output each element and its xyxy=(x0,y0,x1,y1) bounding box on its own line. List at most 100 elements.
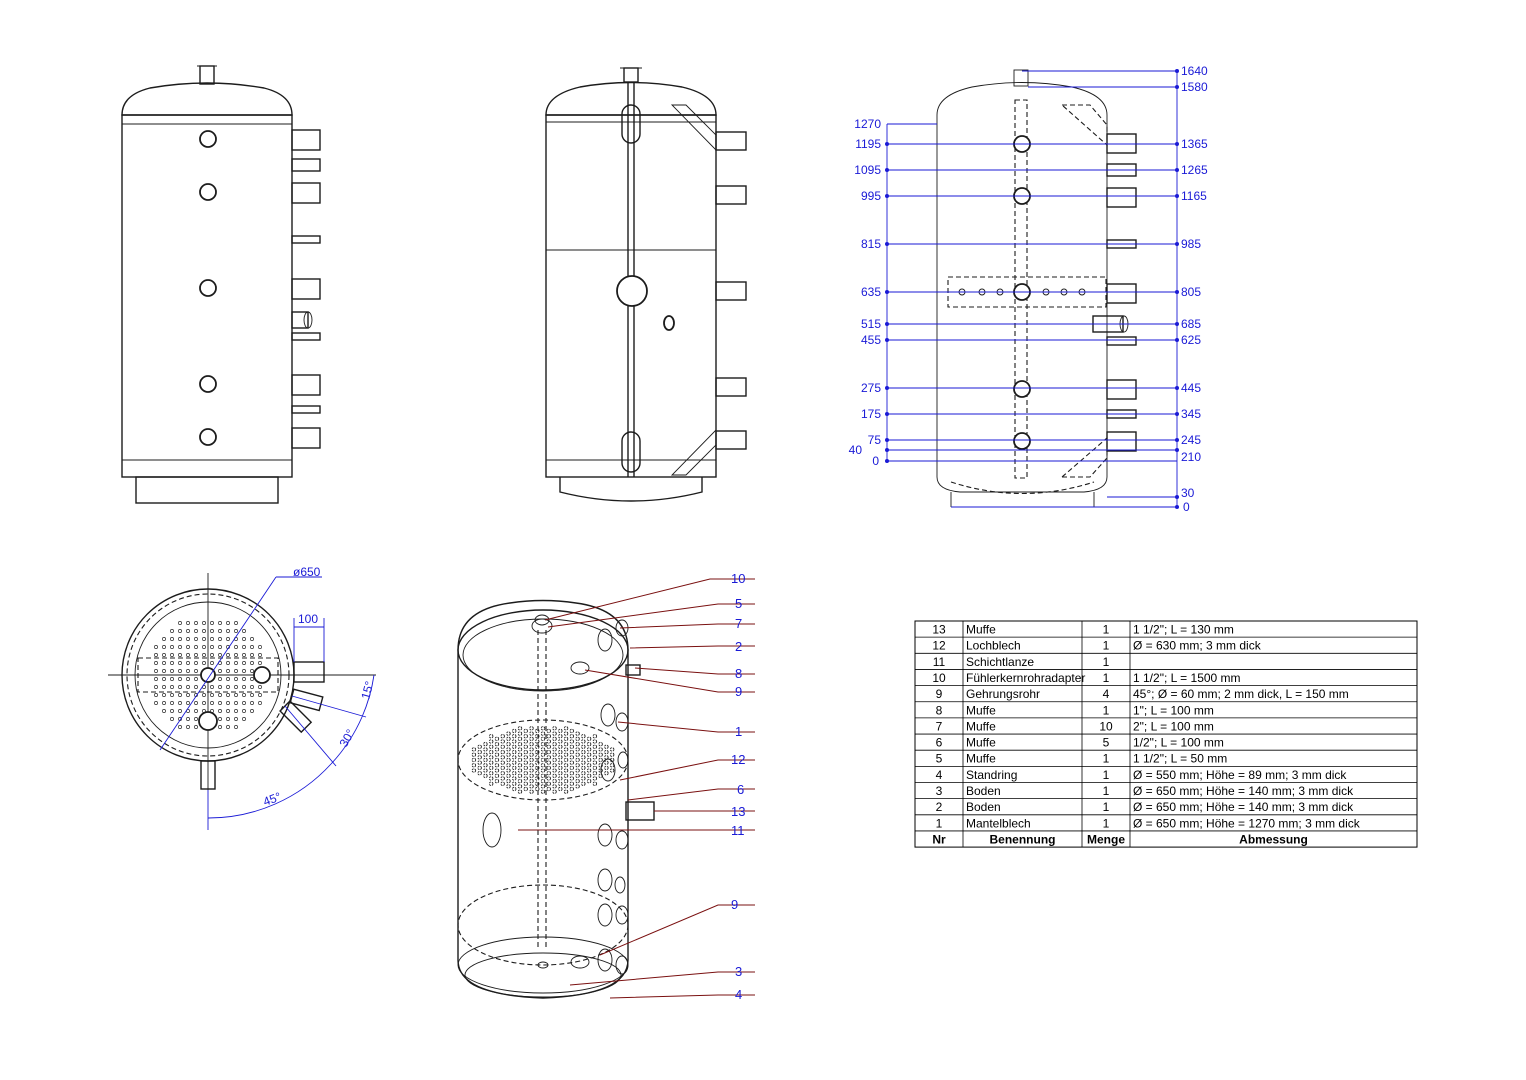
table-cell: 1 xyxy=(1103,671,1110,685)
table-cell: Muffe xyxy=(966,736,996,750)
plan-diameter: ø650 xyxy=(293,565,321,579)
dim-right-1640: 1640 xyxy=(1181,64,1208,78)
table-cell: Gehrungsrohr xyxy=(966,687,1040,701)
angle-30: 30° xyxy=(336,727,357,750)
table-cell: 1 xyxy=(1103,768,1110,782)
callout-8: 8 xyxy=(735,666,742,681)
dim-right-1580: 1580 xyxy=(1181,80,1208,94)
table-cell: 12 xyxy=(932,639,946,653)
angle-15: 15° xyxy=(358,679,376,700)
side-elevation-view xyxy=(545,67,747,502)
plan-view: ø650 100 15° 30° 45° xyxy=(108,565,377,830)
dim-left-1095: 1095 xyxy=(854,163,881,177)
table-cell: 1 xyxy=(1103,623,1110,637)
table-cell: Mantelblech xyxy=(966,816,1031,830)
angle-45: 45° xyxy=(261,789,283,808)
table-cell: 11 xyxy=(933,655,946,669)
table-cell: Schichtlanze xyxy=(966,655,1034,669)
callout-12: 12 xyxy=(731,752,745,767)
table-cell: Ø = 650 mm; Höhe = 140 mm; 3 mm dick xyxy=(1133,784,1354,798)
table-cell: 1 xyxy=(1103,655,1110,669)
isometric-view xyxy=(457,599,655,999)
table-header-cell: Nr xyxy=(932,832,946,846)
table-cell: 1 1/2"; L = 1500 mm xyxy=(1133,671,1241,685)
dim-left-455: 455 xyxy=(861,333,881,347)
callout-11: 11 xyxy=(731,823,745,838)
table-cell: 7 xyxy=(936,719,943,733)
table-cell: Muffe xyxy=(966,623,996,637)
callout-2: 2 xyxy=(735,639,742,654)
callout-13: 13 xyxy=(731,804,745,819)
table-cell: 1 1/2"; L = 50 mm xyxy=(1133,752,1227,766)
table-cell: Lochblech xyxy=(966,639,1021,653)
dim-left-815: 815 xyxy=(861,237,881,251)
callout-9-top: 9 xyxy=(735,684,742,699)
table-cell: Muffe xyxy=(966,703,996,717)
callout-10: 10 xyxy=(731,571,745,586)
table-cell: 1"; L = 100 mm xyxy=(1133,703,1214,717)
dim-right-445: 445 xyxy=(1181,381,1201,395)
callout-6: 6 xyxy=(737,782,744,797)
callout-1: 1 xyxy=(735,724,742,739)
dim-left-1270: 1270 xyxy=(854,117,881,131)
dim-right-1365: 1365 xyxy=(1181,137,1208,151)
dim-right-1265: 1265 xyxy=(1181,163,1208,177)
table-cell: Boden xyxy=(966,784,1001,798)
dim-left-275: 275 xyxy=(861,381,881,395)
table-cell: 9 xyxy=(936,687,943,701)
table-cell: Fühlerkernrohradapter xyxy=(966,671,1085,685)
table-cell: Boden xyxy=(966,800,1001,814)
dim-right-805: 805 xyxy=(1181,285,1201,299)
dim-left-995: 995 xyxy=(861,189,881,203)
dim-left-635: 635 xyxy=(861,285,881,299)
table-cell: 8 xyxy=(936,703,943,717)
table-cell: 45°; Ø = 60 mm; 2 mm dick, L = 150 mm xyxy=(1133,687,1349,701)
table-cell: 5 xyxy=(936,752,943,766)
dim-right-30: 30 xyxy=(1181,486,1195,500)
callout-7: 7 xyxy=(735,616,742,631)
table-cell: 1/2"; L = 100 mm xyxy=(1133,736,1224,750)
table-cell: 6 xyxy=(936,736,943,750)
dim-right-0: 0 xyxy=(1183,500,1190,514)
table-cell: 1 xyxy=(1103,816,1110,830)
table-cell: 3 xyxy=(936,784,943,798)
plan-offset: 100 xyxy=(298,612,318,626)
dim-right-985: 985 xyxy=(1181,237,1201,251)
dim-right-245: 245 xyxy=(1181,433,1201,447)
table-cell: Ø = 550 mm; Höhe = 89 mm; 3 mm dick xyxy=(1133,768,1347,782)
table-cell: 1 xyxy=(1103,752,1110,766)
dim-left-75: 75 xyxy=(868,433,882,447)
table-cell: 1 xyxy=(1103,784,1110,798)
table-cell: 1 xyxy=(1103,639,1110,653)
table-cell: 2 xyxy=(936,800,943,814)
table-cell: 1 1/2"; L = 130 mm xyxy=(1133,623,1234,637)
dim-right-1165: 1165 xyxy=(1181,189,1207,203)
iso-plate-holes xyxy=(471,726,615,794)
table-cell: Muffe xyxy=(966,719,996,733)
dim-left-515: 515 xyxy=(861,317,881,331)
dim-left-0: 0 xyxy=(872,454,879,468)
dim-right-345: 345 xyxy=(1181,407,1201,421)
table-header-cell: Menge xyxy=(1087,832,1125,846)
callout-3: 3 xyxy=(735,964,742,979)
dim-left-1195: 1195 xyxy=(855,137,881,151)
perforated-plate-holes xyxy=(154,621,262,729)
dim-left-40: 40 xyxy=(849,443,863,457)
callout-9-bottom: 9 xyxy=(731,897,738,912)
table-cell: 5 xyxy=(1103,736,1110,750)
callout-4: 4 xyxy=(735,987,742,1002)
table-cell: 10 xyxy=(1099,719,1113,733)
dimensioned-elevation-view: 1270 1195 1095 995 815 635 515 455 275 1… xyxy=(849,64,1208,514)
front-elevation-view xyxy=(121,65,321,504)
table-cell: Ø = 650 mm; Höhe = 140 mm; 3 mm dick xyxy=(1133,800,1354,814)
callout-leaders xyxy=(518,578,755,999)
table-cell: 1 xyxy=(1103,703,1110,717)
callout-numbers: 10 5 7 2 8 9 1 12 6 13 11 9 3 4 xyxy=(731,571,745,1002)
table-cell: 1 xyxy=(936,816,943,830)
table-cell: Standring xyxy=(966,768,1017,782)
table-cell: Ø = 630 mm; 3 mm dick xyxy=(1133,639,1262,653)
callout-5: 5 xyxy=(735,596,742,611)
table-cell: 4 xyxy=(1103,687,1110,701)
